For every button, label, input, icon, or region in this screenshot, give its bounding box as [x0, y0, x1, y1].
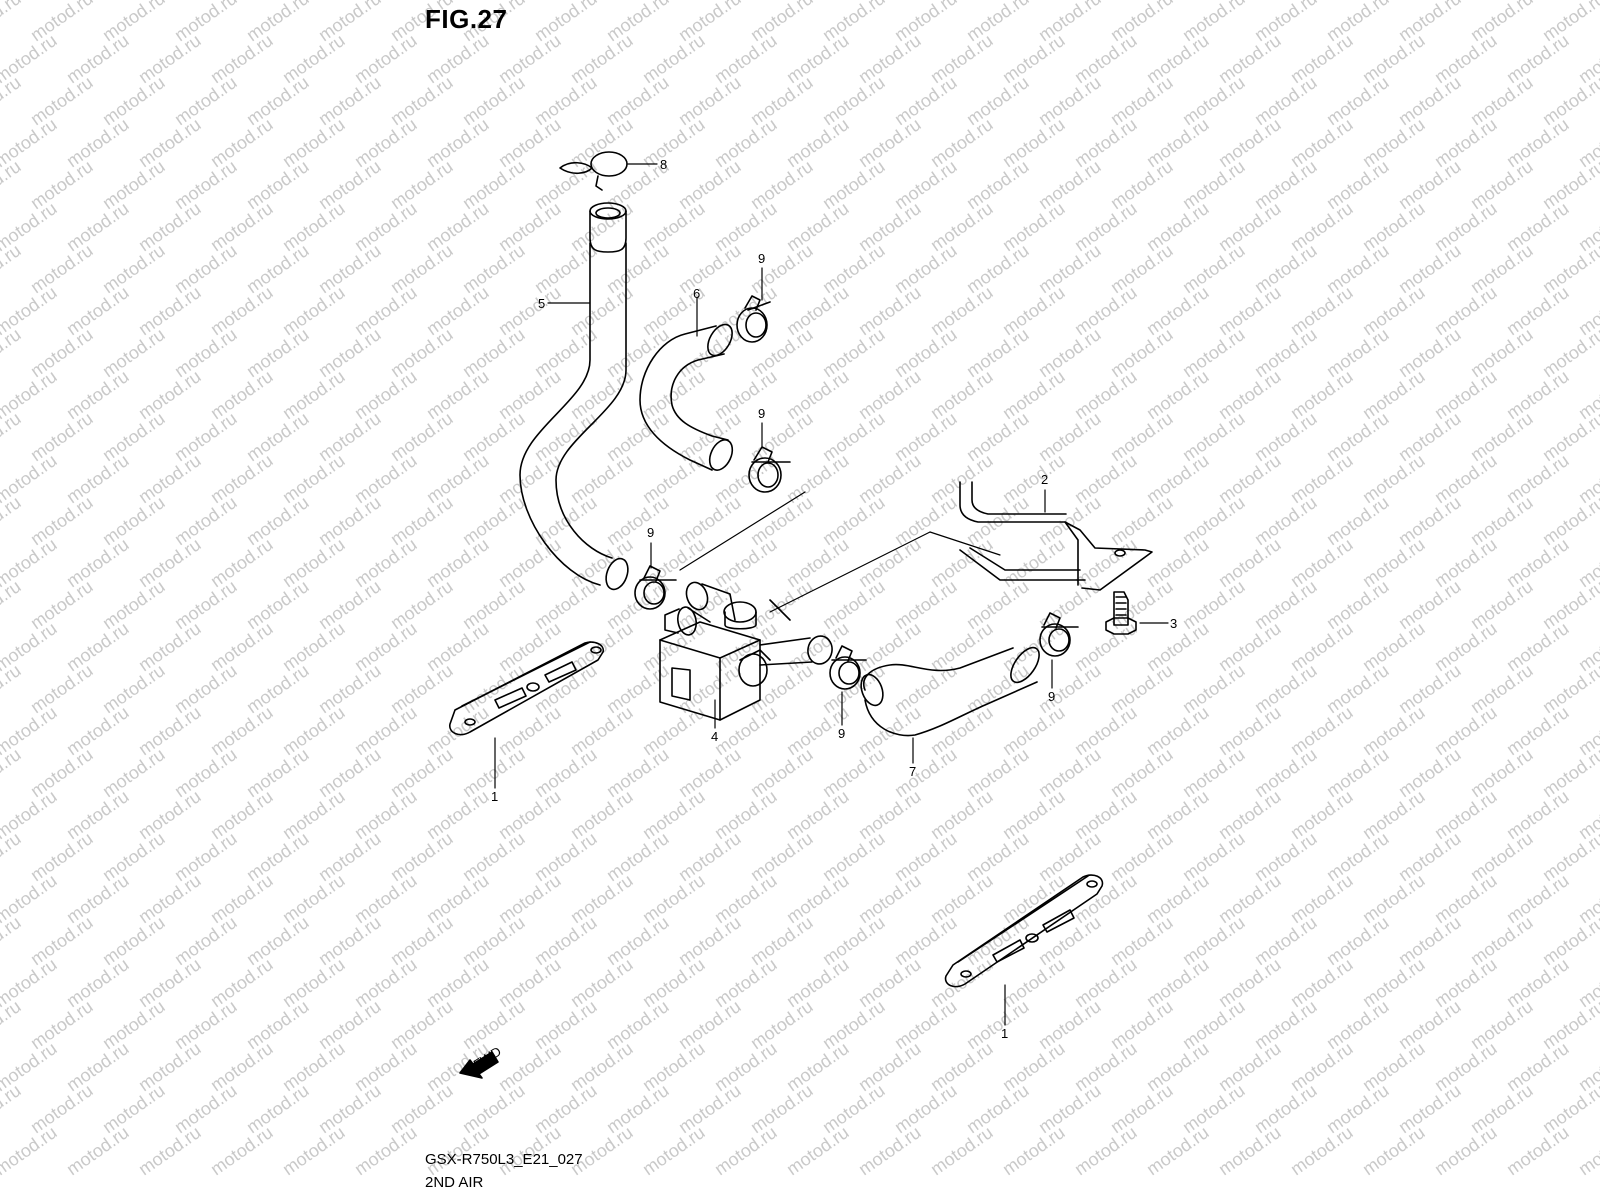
watermark-text: motod.ru	[1575, 0, 1600, 3]
part-8-clip	[559, 151, 658, 191]
callout-1-upper: 1	[491, 789, 498, 804]
part-9-clip-d	[829, 645, 867, 726]
callout-4: 4	[711, 729, 718, 744]
model-code: GSX-R750L3_E21_027	[425, 1151, 583, 1168]
part-7-hose	[860, 646, 1040, 764]
callout-2: 2	[1041, 472, 1048, 487]
part-5-hose	[519, 202, 629, 591]
callout-6: 6	[693, 286, 700, 301]
part-9-clip-b	[748, 422, 791, 493]
callout-1-lower: 1	[1001, 1026, 1008, 1041]
assembly-lines	[679, 491, 1001, 613]
callout-9-c: 9	[647, 525, 654, 540]
fwd-arrow-icon	[459, 1051, 499, 1079]
part-6-hose	[639, 297, 734, 471]
callout-7: 7	[909, 764, 916, 779]
part-4-valve	[659, 581, 833, 729]
callout-8: 8	[660, 157, 667, 172]
part-1-cover-upper	[449, 641, 605, 789]
part-1-cover-lower	[944, 874, 1104, 1026]
callout-9-b: 9	[758, 406, 765, 421]
callout-9-d: 9	[838, 726, 845, 741]
callout-9-e: 9	[1048, 689, 1055, 704]
part-2-bracket	[959, 481, 1153, 591]
figure-title: FIG.27	[425, 4, 508, 34]
part-9-clip-c	[634, 542, 677, 610]
callout-5: 5	[538, 296, 545, 311]
part-9-clip-e	[1039, 612, 1079, 689]
section-title: 2ND AIR	[425, 1174, 484, 1191]
part-3-bolt	[1105, 591, 1169, 635]
callout-3: 3	[1170, 616, 1177, 631]
part-9-clip-a	[736, 267, 771, 343]
callout-9-a: 9	[758, 251, 765, 266]
callout-labels: 1 1 2 3 4 5 6 7 8 9 9 9 9 9 FWD	[471, 157, 1177, 1072]
